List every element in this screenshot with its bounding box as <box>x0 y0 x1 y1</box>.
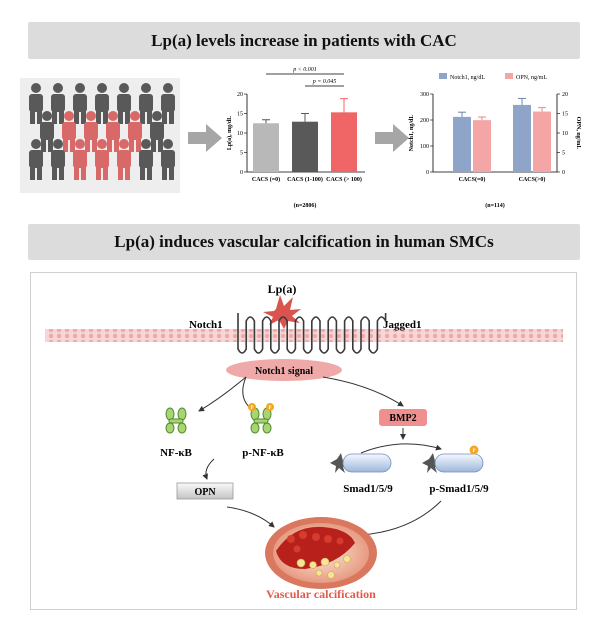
person-icon <box>139 83 153 124</box>
bar <box>253 123 279 172</box>
y-tick-label: 0 <box>240 170 243 176</box>
ligand-label: Lp(a) <box>268 282 297 296</box>
y-tick-label: 5 <box>240 151 243 157</box>
sample-size-caption: (n=2806) <box>294 202 317 209</box>
person-icon <box>29 139 43 180</box>
person-icon <box>128 111 142 152</box>
receptor-loops <box>237 313 387 354</box>
person-icon <box>161 83 175 124</box>
legend-swatch <box>439 73 447 79</box>
smad-protein-icon <box>330 453 392 473</box>
bmp2-node <box>379 409 427 426</box>
x-tick-label: CACS (> 100) <box>326 176 362 183</box>
y-tick-label-right: 5 <box>562 151 565 157</box>
opn-node <box>176 482 234 500</box>
x-tick-label: CACS (1-100) <box>287 176 323 183</box>
bar <box>292 121 318 172</box>
pathway-panel: Lp(a) Notch1 Jagged1 Notch1 signal NF-κB <box>30 272 577 610</box>
bar <box>533 111 551 172</box>
y-tick-label: 15 <box>237 112 243 118</box>
outcome-label: Vascular calcification <box>266 587 376 601</box>
bar <box>453 116 471 172</box>
bar <box>513 104 531 172</box>
notch1-signal-node <box>226 359 342 381</box>
p-nfkb-label: p-NF-κB <box>242 447 284 459</box>
y-tick-label: 300 <box>420 92 429 98</box>
phospho-icon <box>248 403 256 411</box>
person-icon <box>29 83 43 124</box>
y-axis-label: Lp(a), mg/dL <box>226 116 233 150</box>
svg-text:P: P <box>472 449 475 454</box>
flow-arrow-right <box>188 124 222 152</box>
svg-text:P: P <box>250 406 253 411</box>
person-icon <box>95 139 109 180</box>
y-tick-label-right: 0 <box>562 170 565 176</box>
p-smad-label: p-Smad1/5/9 <box>429 483 489 495</box>
x-tick-label: CACS(>0) <box>519 176 546 183</box>
transmembrane-receptor-icon <box>237 313 387 354</box>
phospho-icon <box>469 445 479 455</box>
jagged1-receptor-label: Jagged1 <box>383 319 422 331</box>
x-tick-label: CACS (=0) <box>252 176 280 183</box>
y-tick-label-right: 20 <box>562 92 568 98</box>
p-nfkb-protein-icon: P P <box>248 403 274 434</box>
person-icon <box>84 111 98 152</box>
person-icon <box>150 111 164 152</box>
person-icon <box>117 139 131 180</box>
svg-text:P: P <box>268 406 271 411</box>
y-tick-label: 0 <box>426 170 429 176</box>
legend-label: OPN, ng/mL <box>516 75 547 81</box>
person-icon <box>161 139 175 180</box>
sample-size-caption: (n=114) <box>485 202 504 209</box>
phospho-icon <box>266 403 274 411</box>
notch1-signal-label: Notch1 signal <box>255 366 313 377</box>
p-value-label: p = 0.045 <box>312 78 337 85</box>
x-tick-label: CACS(=0) <box>459 176 486 183</box>
person-icon <box>40 111 54 152</box>
bar <box>331 112 357 172</box>
person-icon <box>51 83 65 124</box>
y-tick-label: 20 <box>237 92 243 98</box>
y-tick-label: 100 <box>420 144 429 150</box>
y-tick-label-right: 15 <box>562 112 568 118</box>
y-tick-label-right: 10 <box>562 131 568 137</box>
header-top: Lp(a) levels increase in patients with C… <box>28 22 580 59</box>
bar <box>473 120 491 172</box>
bmp2-label: BMP2 <box>389 413 416 424</box>
y-tick-label: 10 <box>237 131 243 137</box>
flow-arrow-right-2 <box>375 124 409 152</box>
person-icon <box>51 139 65 180</box>
nfkb-protein-icon <box>165 407 187 434</box>
header-bottom: Lp(a) induces vascular calcification in … <box>28 224 580 260</box>
p-value-label: p < 0.001 <box>292 67 317 73</box>
y-axis-label: Notch1, ng/dL <box>409 115 415 152</box>
person-icon <box>117 83 131 124</box>
person-icon <box>95 83 109 124</box>
notch1-receptor-label: Notch1 <box>189 319 223 331</box>
y-tick-label: 200 <box>420 118 429 124</box>
pathway-diagram: Lp(a) Notch1 Jagged1 Notch1 signal NF-κB <box>45 282 563 601</box>
legend-swatch <box>505 73 513 79</box>
opn-label: OPN <box>194 487 216 498</box>
calcified-vessel-icon <box>265 517 377 589</box>
person-icon <box>62 111 76 152</box>
person-icon <box>139 139 153 180</box>
nfkb-label: NF-κB <box>160 447 192 459</box>
lpa-starburst-icon <box>263 295 301 329</box>
smad-label: Smad1/5/9 <box>343 483 393 495</box>
y-axis-label-right: OPN, ng/mL <box>575 117 581 150</box>
legend-label: Notch1, ng/dL <box>450 75 485 81</box>
patient-crowd-illustration <box>20 78 180 193</box>
person-icon <box>73 139 87 180</box>
p-smad-protein-icon: P <box>422 445 484 473</box>
person-icon <box>106 111 120 152</box>
person-icon <box>73 83 87 124</box>
